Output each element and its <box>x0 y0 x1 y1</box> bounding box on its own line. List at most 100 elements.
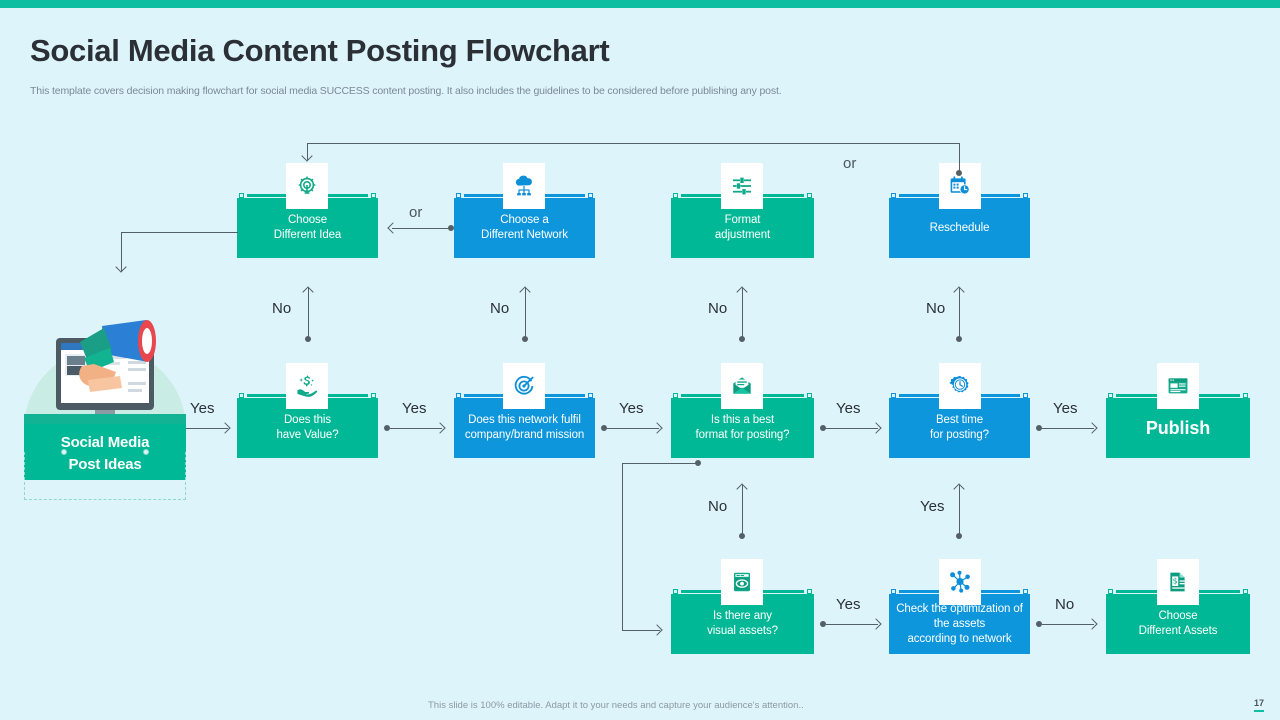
edge-value-no-arrow <box>302 286 314 298</box>
page-title: Social Media Content Posting Flowchart <box>30 33 610 68</box>
edge-check-no-dot <box>1036 621 1042 627</box>
edge-label-or-reschedule-top: or <box>843 155 857 172</box>
edge-idea-loop-arrow <box>115 261 127 273</box>
edge-visual-to-check-dot <box>820 621 826 627</box>
edge-label-or-idea-network: or <box>409 204 423 221</box>
edge-format-no-down-arrow <box>651 624 663 636</box>
edge-network-to-format-arrow <box>651 422 663 434</box>
page-subtitle: This template covers decision making flo… <box>30 85 782 97</box>
edge-format-no-down-v <box>622 463 623 630</box>
start-label-line1: Social Media <box>60 434 150 451</box>
edge-label-format-to-besttime: Yes <box>836 400 861 417</box>
edge-format-to-besttime-line <box>826 428 878 429</box>
start-label-line2: Post Ideas <box>68 456 142 473</box>
start-node-cap <box>24 414 186 424</box>
start-node-dashed-outline <box>24 449 186 500</box>
clock-gear-icon <box>939 363 981 409</box>
edge-network-no-line <box>525 288 526 340</box>
megaphone-monitor-illustration <box>56 320 156 422</box>
edge-label-visual-no: No <box>708 498 728 515</box>
edge-check-yes-line <box>959 485 960 537</box>
edge-visual-to-check-line <box>826 624 878 625</box>
edge-format-no-line <box>742 288 743 340</box>
idea-gear-icon <box>286 163 328 209</box>
edge-besttime-to-publish-line <box>1042 428 1094 429</box>
edge-network-no-arrow <box>519 286 531 298</box>
svg-text:$: $ <box>1173 576 1178 585</box>
edge-reschedule-to-idea-arrow <box>301 150 313 162</box>
edge-label-format-no: No <box>708 300 728 317</box>
edge-label-check-no: No <box>1055 596 1075 613</box>
edge-format-no-down-h2 <box>622 630 660 631</box>
edge-label-start-to-value: Yes <box>190 400 215 417</box>
page-number: 17 <box>1253 698 1264 712</box>
edge-label-visual-to-check: Yes <box>836 596 861 613</box>
edge-format-to-besttime-dot <box>820 425 826 431</box>
cloud-network-icon <box>503 163 545 209</box>
edge-value-to-network-line <box>390 428 442 429</box>
edge-visual-no-arrow <box>736 483 748 495</box>
edge-format-to-besttime-arrow <box>870 422 882 434</box>
edge-format-no-down-dot <box>695 460 701 466</box>
eye-browser-icon <box>721 559 763 605</box>
edge-label-network-to-format: Yes <box>619 400 644 417</box>
edge-network-to-format-dot <box>601 425 607 431</box>
node-reschedule-label: Reschedule <box>929 221 990 234</box>
edge-format-no-down-h1 <box>622 463 698 464</box>
edge-besttime-no-arrow <box>953 286 965 298</box>
start-node-label: Social Media Post Ideas <box>24 432 186 476</box>
edge-format-no-arrow <box>736 286 748 298</box>
edge-check-no-arrow <box>1086 618 1098 630</box>
edge-label-network-no: No <box>490 300 510 317</box>
start-node-social-media-post-ideas[interactable] <box>24 424 186 480</box>
edge-reschedule-top-horizontal <box>307 143 960 144</box>
edge-label-besttime-no: No <box>926 300 946 317</box>
browser-publish-icon <box>1157 363 1199 409</box>
sliders-icon <box>721 163 763 209</box>
edge-reschedule-top-dot <box>956 170 962 176</box>
edge-network-to-idea-dot <box>448 225 454 231</box>
edge-reschedule-down-to-idea-line <box>307 143 308 160</box>
edge-start-to-value-line <box>186 428 228 429</box>
document-money-icon: $ <box>1157 559 1199 605</box>
edge-check-no-line <box>1042 624 1094 625</box>
node-publish-label: Publish <box>1145 417 1211 438</box>
target-icon <box>503 363 545 409</box>
footer-note: This slide is 100% editable. Adapt it to… <box>428 700 804 711</box>
edge-visual-no-line <box>742 485 743 537</box>
edge-idea-down-line <box>121 232 122 272</box>
edge-check-yes-arrow <box>953 483 965 495</box>
edge-network-to-idea-arrow <box>387 222 399 234</box>
edge-besttime-no-line <box>959 288 960 340</box>
mail-open-icon <box>721 363 763 409</box>
edge-network-to-idea-line <box>392 228 450 229</box>
edge-label-value-to-network: Yes <box>402 400 427 417</box>
edge-label-value-no: No <box>272 300 292 317</box>
edge-visual-to-check-arrow <box>870 618 882 630</box>
edge-besttime-to-publish-arrow <box>1086 422 1098 434</box>
edge-value-to-network-dot <box>384 425 390 431</box>
hand-money-icon <box>286 363 328 409</box>
edge-label-check-yes: Yes <box>920 498 945 515</box>
edge-label-besttime-to-publish: Yes <box>1053 400 1078 417</box>
edge-besttime-to-publish-dot <box>1036 425 1042 431</box>
accent-top-bar <box>0 0 1280 8</box>
edge-start-to-value-arrow <box>219 422 231 434</box>
network-nodes-icon <box>939 559 981 605</box>
